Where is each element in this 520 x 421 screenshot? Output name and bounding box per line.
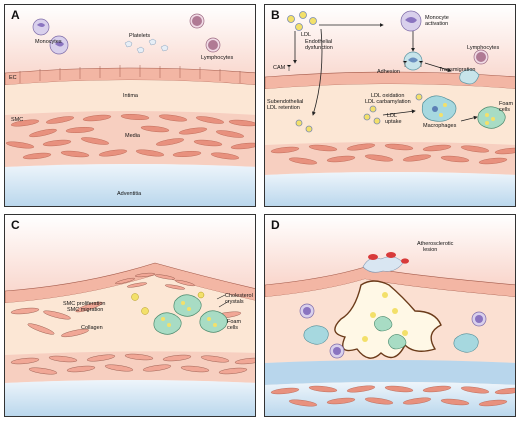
label-lesion-1: Atherosclerotic <box>417 241 454 247</box>
label-monocyte-activation-1: Monocyte <box>425 15 449 21</box>
smc-icon <box>270 143 515 165</box>
panel-letter: D <box>271 218 280 232</box>
cam-icon <box>286 60 424 71</box>
label-adhesion: Adhesion <box>377 69 400 75</box>
endothelium <box>5 262 255 304</box>
monocyte-icon <box>299 303 487 359</box>
intima <box>5 80 255 115</box>
label-foam-cells-2: cells <box>499 107 511 113</box>
smc-icon <box>270 385 515 407</box>
label-ldl: LDL <box>301 32 312 38</box>
label-ec: EC <box>9 75 17 81</box>
label-smc-proliferation: SMC proliferation <box>63 301 106 307</box>
label-endothelial-1: Endothelial <box>305 39 333 45</box>
label-adventitia: Adventitia <box>117 191 142 197</box>
label-ldl-carbamylation: LDL carbamylation <box>365 99 411 105</box>
label-macrophages: Macrophages <box>423 123 457 129</box>
label-smc: SMC <box>11 117 24 123</box>
label-cam: CAM <box>273 65 286 71</box>
label-intima: Intima <box>123 93 138 99</box>
panel-letter: A <box>11 8 20 22</box>
panel-d-illustration <box>265 215 515 416</box>
label-collagen: Collagen <box>81 325 103 331</box>
label-foam-cells-2: cells <box>227 325 239 331</box>
cholesterol-crystal-icon <box>216 294 230 308</box>
panel-c: C SMC proliferation SMC migration Collag… <box>4 214 256 417</box>
label-subendothelial-1: Subendothelial <box>267 99 304 105</box>
thrombus-icon <box>362 252 409 273</box>
panel-a: A Monocytes Platelets Lymphocytes EC Int… <box>4 4 256 207</box>
arrow-icon <box>293 23 478 122</box>
label-cholesterol-1: Cholesterol <box>225 293 253 299</box>
media <box>265 360 515 385</box>
label-ldl-oxidation: LDL oxidation <box>371 93 405 99</box>
endothelium <box>265 266 515 298</box>
adventitia <box>265 172 515 206</box>
panel-letter: B <box>271 8 280 22</box>
ldl-icon <box>131 291 217 327</box>
adventitia <box>5 380 255 416</box>
smc-icon <box>10 272 255 375</box>
foam-cell-icon <box>153 294 228 335</box>
label-lymphocytes: Lymphocytes <box>201 55 234 61</box>
panel-d: D Atherosclerotic lesion <box>264 214 516 417</box>
macrophage-icon <box>303 325 479 353</box>
smc-icon <box>5 114 255 160</box>
label-endothelial-2: dysfunction <box>305 45 333 51</box>
platelet-icon <box>124 38 169 54</box>
label-ldl-uptake-2: uptake <box>385 119 402 125</box>
foam-cell-icon <box>374 316 407 350</box>
label-subendothelial-2: LDL retention <box>267 105 300 111</box>
panel-c-illustration <box>5 215 255 416</box>
label-ldl-uptake-1: LDL <box>387 113 398 119</box>
panel-b-illustration <box>265 5 515 206</box>
lymphocyte-icon <box>189 13 221 53</box>
macrophage-icon <box>421 95 457 122</box>
lymphocyte-icon <box>473 49 489 65</box>
panel-b: B LDL Monocyte activation Endothelial dy… <box>264 4 516 207</box>
label-transmigration: Transmigration <box>439 67 476 73</box>
label-media: Media <box>125 133 140 139</box>
label-cholesterol-2: crystals <box>225 299 244 305</box>
ldl-icon <box>287 11 423 133</box>
foam-cell-icon <box>477 106 506 129</box>
adventitia <box>5 164 255 206</box>
label-monocyte-activation-2: activation <box>425 21 449 27</box>
monocyte-icon <box>32 18 69 55</box>
ldl-icon <box>362 292 408 342</box>
label-foam-cells-1: Foam <box>499 101 514 107</box>
panel-letter: C <box>11 218 20 232</box>
label-foam-cells-1: Foam <box>227 319 242 325</box>
label-lesion-2: lesion <box>423 247 438 253</box>
monocyte-icon <box>400 10 480 85</box>
label-platelets: Platelets <box>129 33 151 39</box>
panel-a-illustration <box>5 5 255 206</box>
label-smc-migration: SMC migration <box>67 307 104 313</box>
label-monocytes: Monocytes <box>35 39 62 45</box>
label-lymphocytes: Lymphocytes <box>467 45 500 51</box>
